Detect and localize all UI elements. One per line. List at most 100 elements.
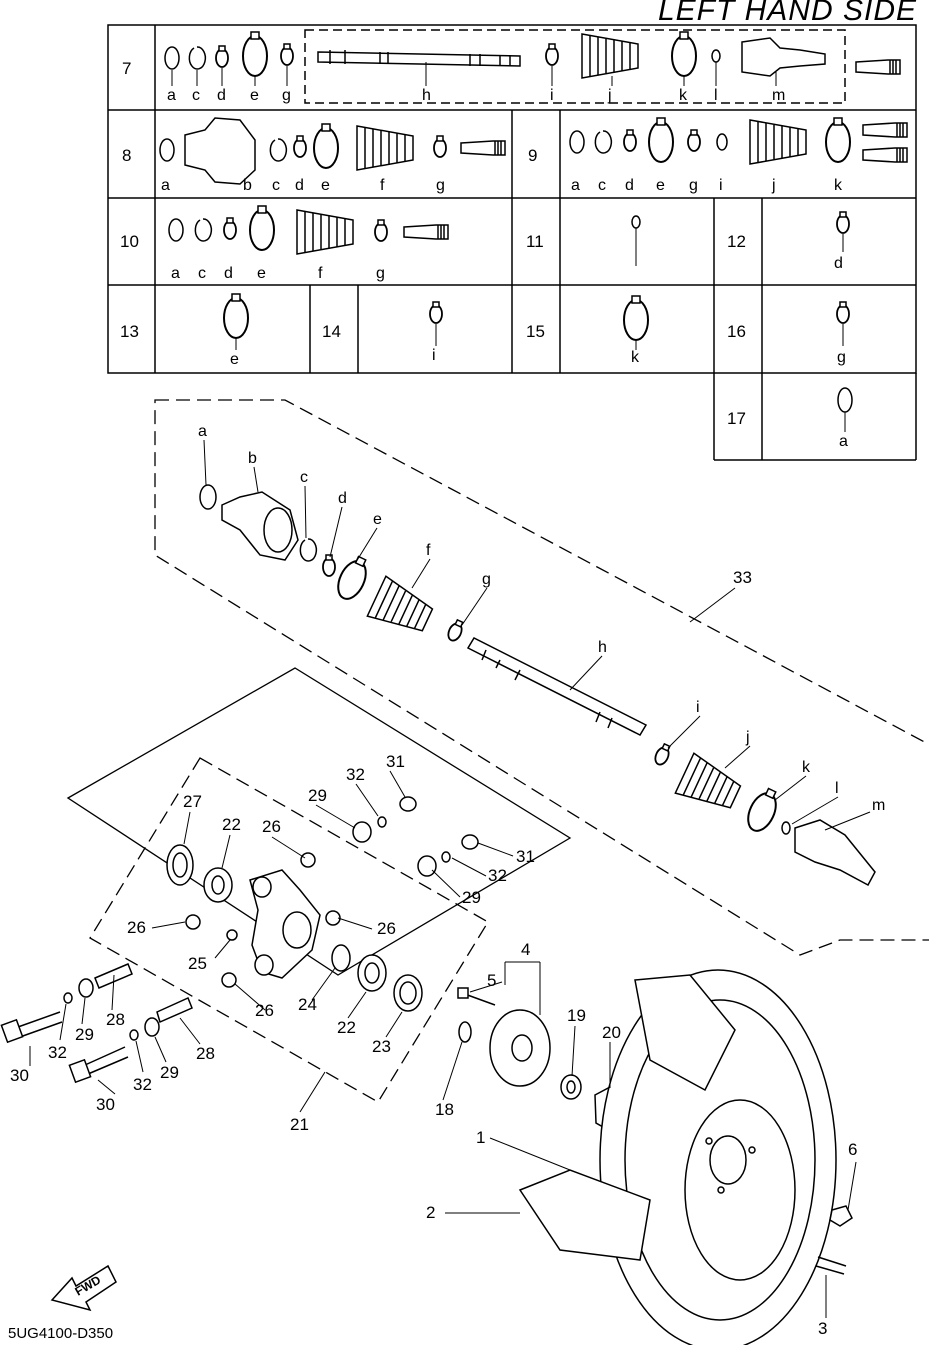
- kit-9-part-g: g: [689, 177, 698, 194]
- kit-7-part-j: j: [607, 87, 612, 104]
- callout-6: 6: [848, 1140, 857, 1159]
- callout-27: 27: [183, 792, 202, 811]
- kit-17-number: 17: [727, 409, 746, 428]
- kit-7-part-i: i: [550, 87, 554, 104]
- kit-7-labels: a c d e g h i j k l m: [167, 87, 785, 104]
- kit-7-part-e: e: [250, 87, 259, 104]
- kit-8-part-d: d: [295, 177, 304, 194]
- page-title: LEFT HAND SIDE: [657, 0, 917, 27]
- kit-9-part-d: d: [625, 177, 634, 194]
- kit-8-part-c: c: [272, 177, 280, 194]
- knuckle-plane-outline: [66, 667, 572, 976]
- shaft-assembly-outline: [154, 399, 929, 956]
- kit-8-part-a: a: [161, 177, 170, 194]
- kit-9-part-c: c: [598, 177, 606, 194]
- kit-16-number: 16: [727, 322, 746, 341]
- callout-25: 25: [188, 954, 207, 973]
- callout-32-a: 32: [346, 765, 365, 784]
- callout-1: 1: [476, 1128, 485, 1147]
- shaft-leaders: [203, 439, 871, 831]
- kit-8-part-g: g: [436, 177, 445, 194]
- single-kit-labels: d e i k g a: [230, 255, 848, 450]
- kit-10-number: 10: [120, 232, 139, 251]
- callout-22-bottom: 22: [337, 1018, 356, 1037]
- callout-32-d: 32: [133, 1075, 152, 1094]
- kit-13-number: 13: [120, 322, 139, 341]
- shaft-letter-l: l: [835, 780, 839, 797]
- knuckle-assembly-outline: [89, 757, 489, 1103]
- callout-4: 4: [521, 940, 530, 959]
- callout-18: 18: [435, 1100, 454, 1119]
- kit-7-part-l: l: [714, 87, 718, 104]
- callout-26-a: 26: [262, 817, 281, 836]
- shaft-assembly-parts: [199, 484, 876, 887]
- callout-19: 19: [567, 1006, 586, 1025]
- callout-3: 3: [818, 1319, 827, 1338]
- callout-30-a: 30: [10, 1066, 29, 1085]
- kit-8-labels: a b c d e f g: [161, 177, 445, 194]
- shaft-letter-j: j: [745, 729, 750, 746]
- kit-14-number: 14: [322, 322, 341, 341]
- callout-32-b: 32: [488, 866, 507, 885]
- kit-14-part-i: i: [432, 347, 436, 364]
- callout-29-a: 29: [308, 786, 327, 805]
- callout-30-b: 30: [96, 1095, 115, 1114]
- single-kit-parts: [223, 211, 853, 432]
- kit-8-part-f: f: [380, 177, 385, 194]
- callout-2: 2: [426, 1203, 435, 1222]
- callout-leaders: [29, 770, 857, 1318]
- kit-7-part-g: g: [282, 87, 291, 104]
- hub-parts: [457, 969, 853, 1345]
- kit-7-number: 7: [122, 59, 131, 78]
- kit-8-parts: [159, 117, 506, 185]
- kit-7-part-k: k: [679, 87, 688, 104]
- kit-15-number: 15: [526, 322, 545, 341]
- kit-10-part-c: c: [198, 265, 206, 282]
- callout-29-c: 29: [75, 1025, 94, 1044]
- kit-16-part-g: g: [837, 349, 846, 366]
- kit-7-parts: [164, 31, 901, 79]
- kit-9-number: 9: [528, 146, 537, 165]
- shaft-letter-b: b: [248, 450, 257, 467]
- shaft-letter-a: a: [198, 423, 207, 440]
- kit-10-part-e: e: [257, 265, 266, 282]
- kit-8-number: 8: [122, 146, 131, 165]
- kit-9-part-e: e: [656, 177, 665, 194]
- shaft-letter-h: h: [598, 639, 607, 656]
- kit-10-part-f: f: [318, 265, 323, 282]
- kit-8-part-e: e: [321, 177, 330, 194]
- callout-21: 21: [290, 1115, 309, 1134]
- kit-9-part-k: k: [834, 177, 843, 194]
- callout-numbers: 1 2 3 4 5 6 18 19 20 21 22 22 23 24 25 2…: [10, 568, 857, 1338]
- shaft-letter-c: c: [300, 469, 308, 486]
- callout-33: 33: [733, 568, 752, 587]
- kit-11-number: 11: [526, 232, 544, 251]
- shaft-letter-k: k: [802, 759, 811, 776]
- shaft-letters: a b c d e f g h i j k l m: [198, 423, 885, 814]
- shaft-letter-d: d: [338, 490, 347, 507]
- kit-12-part-d: d: [834, 255, 843, 272]
- kit-10-part-g: g: [376, 265, 385, 282]
- kit-9-part-a: a: [571, 177, 580, 194]
- shaft-letter-g: g: [482, 571, 491, 588]
- kit-7-part-h: h: [422, 87, 431, 104]
- callout-26-c: 26: [377, 919, 396, 938]
- shaft-letter-f: f: [426, 542, 431, 559]
- kit-10-part-d: d: [224, 265, 233, 282]
- kit-13-part-e: e: [230, 351, 239, 368]
- callout-5: 5: [487, 971, 496, 990]
- knuckle-parts: [0, 796, 479, 1084]
- callout-29-b: 29: [462, 888, 481, 907]
- shaft-letter-i: i: [696, 699, 700, 716]
- kit-8-part-b: b: [243, 177, 252, 194]
- callout-22-top: 22: [222, 815, 241, 834]
- diagram-code: 5UG4100-D350: [8, 1325, 114, 1342]
- kit-table: [107, 24, 917, 461]
- kit-7-part-d: d: [217, 87, 226, 104]
- kit-numbers: 7 8 9 10 11 12 13 14 15 16 17: [120, 59, 746, 428]
- callout-26-b: 26: [127, 918, 146, 937]
- kit-9-part-j: j: [771, 177, 776, 194]
- kit-17-part-a: a: [839, 433, 848, 450]
- fwd-arrow: FWD: [50, 1264, 117, 1312]
